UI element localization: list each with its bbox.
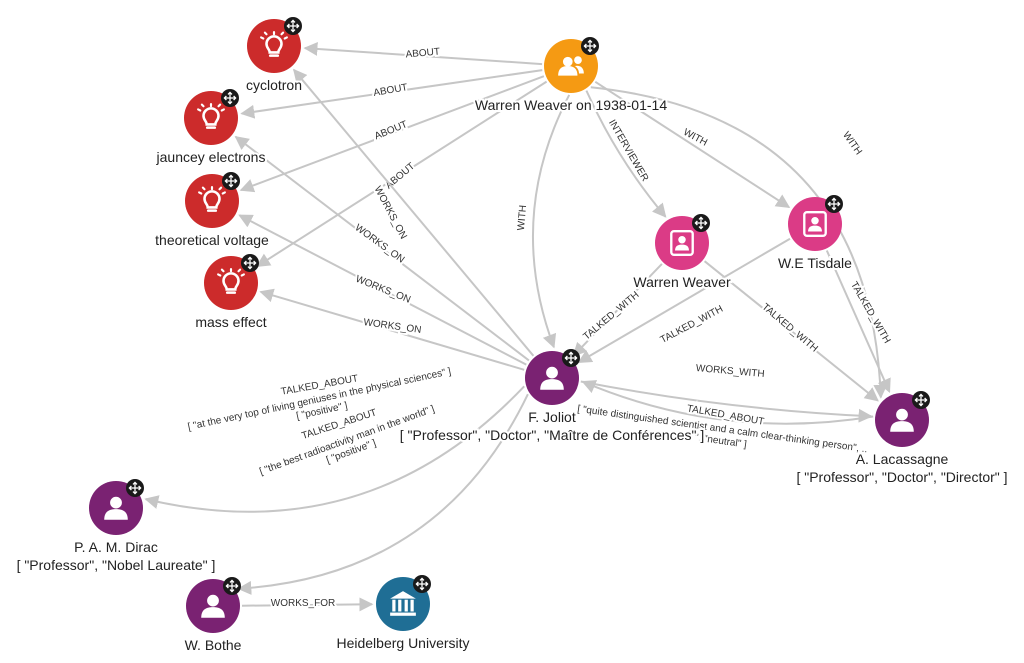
edge-label: TALKED_WITH (581, 290, 641, 343)
node-event[interactable]: Warren Weaver on 1938-01-14 (473, 37, 669, 115)
edge-line (531, 94, 571, 349)
edge-line (825, 250, 891, 393)
edge-label: WITH (840, 130, 864, 157)
node-label: Heidelberg University (336, 635, 469, 651)
edge-label: ABOUT (405, 47, 440, 61)
move-icon[interactable] (223, 577, 241, 595)
node-bothe[interactable]: W. Bothe (183, 577, 244, 655)
edge-line (703, 260, 879, 402)
node-label: mass effect (195, 314, 266, 330)
move-icon[interactable] (221, 89, 239, 107)
node-lacassagne[interactable]: A. Lacassagne [ "Professor", "Doctor", "D… (794, 391, 1010, 487)
edge-label: WORKS_ON (372, 184, 409, 241)
edge-line (241, 597, 374, 612)
move-icon[interactable] (581, 37, 599, 55)
move-icon[interactable] (692, 214, 710, 232)
node-label: W.E Tisdale (778, 255, 852, 271)
edge-line (255, 80, 548, 268)
move-icon[interactable] (825, 195, 843, 213)
edge-event-joliot[interactable]: WITH (514, 94, 571, 349)
node-label: F. Joliot (528, 409, 576, 425)
node-tisdale[interactable]: W.E Tisdale (776, 195, 854, 273)
node-sublabel: [ "Professor", "Doctor", "Maître de Conf… (400, 427, 705, 443)
node-mass[interactable]: mass effect (193, 254, 269, 332)
node-dirac[interactable]: P. A. M. Dirac [ "Professor", "Nobel Laur… (15, 479, 217, 575)
edge-joliot-mass[interactable]: WORKS_ON (259, 288, 525, 371)
edge-line (239, 75, 545, 193)
node-label: W. Bothe (185, 637, 242, 653)
node-label: theoretical voltage (155, 232, 269, 248)
edge-label: WORKS_WITH (695, 363, 765, 380)
edge-line (238, 214, 527, 366)
edge-label: ABOUT (384, 161, 417, 192)
node-cyclotron[interactable]: cyclotron (244, 17, 304, 95)
edge-line (237, 393, 529, 595)
edge-line (581, 380, 874, 425)
edge-line (572, 263, 663, 357)
annotation-line: [ "at the very top of living geniuses in… (187, 366, 453, 433)
move-icon[interactable] (413, 575, 431, 593)
node-jauncey[interactable]: jauncey electrons (154, 89, 267, 167)
edge-line (590, 86, 888, 399)
move-icon[interactable] (241, 254, 259, 272)
edge-label: WORKS_FOR (271, 598, 335, 609)
move-icon[interactable] (912, 391, 930, 409)
edge-label: WORKS_ON (354, 274, 412, 306)
node-label: A. Lacassagne (856, 451, 949, 467)
move-icon[interactable] (222, 172, 240, 190)
edge-label: ABOUT (373, 82, 409, 99)
edge-joliot-voltage[interactable]: WORKS_ON (238, 214, 527, 366)
edge-line (303, 41, 543, 66)
node-sublabel: [ "Professor", "Nobel Laureate" ] (17, 557, 216, 573)
edge-line (594, 80, 791, 209)
node-sublabel: [ "Professor", "Doctor", "Director" ] (796, 469, 1007, 485)
node-label: jauncey electrons (156, 149, 266, 165)
edge-line (585, 90, 667, 218)
node-voltage[interactable]: theoretical voltage (153, 172, 271, 250)
edge-line (144, 385, 525, 513)
node-label: Warren Weaver (633, 274, 731, 290)
edge-line (577, 237, 791, 364)
node-label: P. A. M. Dirac (74, 539, 158, 555)
move-icon[interactable] (284, 17, 302, 35)
edge-label: ABOUT (373, 119, 409, 142)
edge-label: WITH (516, 205, 529, 231)
node-heidelberg[interactable]: Heidelberg University (334, 575, 472, 653)
edge-label: WORKS_ON (363, 317, 422, 336)
edge-bothe-heidelberg[interactable]: WORKS_FOR (241, 596, 374, 612)
edge-line (293, 68, 535, 357)
move-icon[interactable] (126, 479, 144, 497)
node-joliot[interactable]: F. Joliot [ "Professor", "Doctor", "Maîtr… (398, 349, 706, 445)
node-label: cyclotron (246, 77, 302, 93)
node-layer: cyclotron jauncey electrons theoretical vo… (15, 17, 1010, 655)
edge-event-cyclotron[interactable]: ABOUT (303, 41, 543, 66)
edge-label: TALKED_WITH (760, 302, 820, 355)
edge-tisdale-lacassagne[interactable]: TALKED_WITH (825, 250, 894, 393)
edge-label: INTERVIEWER (606, 118, 650, 183)
edge-event-lacassagne[interactable]: WITH (590, 86, 888, 399)
move-icon[interactable] (562, 349, 580, 367)
edge-line (259, 288, 525, 371)
edge-line (240, 69, 543, 119)
node-label: Warren Weaver on 1938-01-14 (475, 97, 667, 113)
edge-line (234, 135, 530, 362)
node-weaver[interactable]: Warren Weaver (631, 214, 733, 292)
edge-line (580, 380, 873, 423)
